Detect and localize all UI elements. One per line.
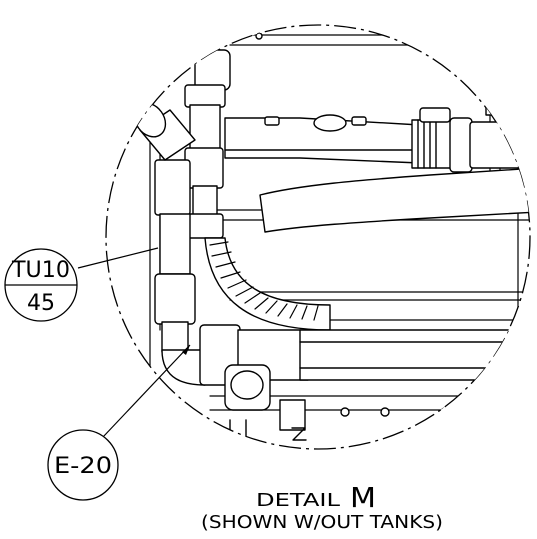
mounting-hole [255,32,263,40]
caption-title: DETAIL [256,490,340,511]
lower-elbow-pipe [161,324,530,386]
right-bracket [485,84,517,116]
callout-e20: E-20 [47,344,191,501]
callout-tu10-top-label: TU10 [11,258,70,283]
callout-e20-label: E-20 [54,454,112,479]
top-elbow-fitting [184,49,231,108]
hose-clamp-coupling [411,107,521,173]
bottom-fittings [224,364,465,449]
caption-subtitle: (SHOWN W/OUT TANKS) [201,512,443,533]
caption-letter: M [350,481,376,514]
callout-tu10-bottom-label: 45 [27,291,55,316]
callout-tu10: TU10 45 [4,247,159,322]
middle-hose [259,167,530,233]
upper-hose [224,114,451,169]
detail-boundary-circle [105,24,531,450]
detail-caption: DETAIL M (SHOWN W/OUT TANKS) [201,481,443,533]
vertical-pipe-stack [154,104,224,353]
corrugated-hose [204,237,331,331]
